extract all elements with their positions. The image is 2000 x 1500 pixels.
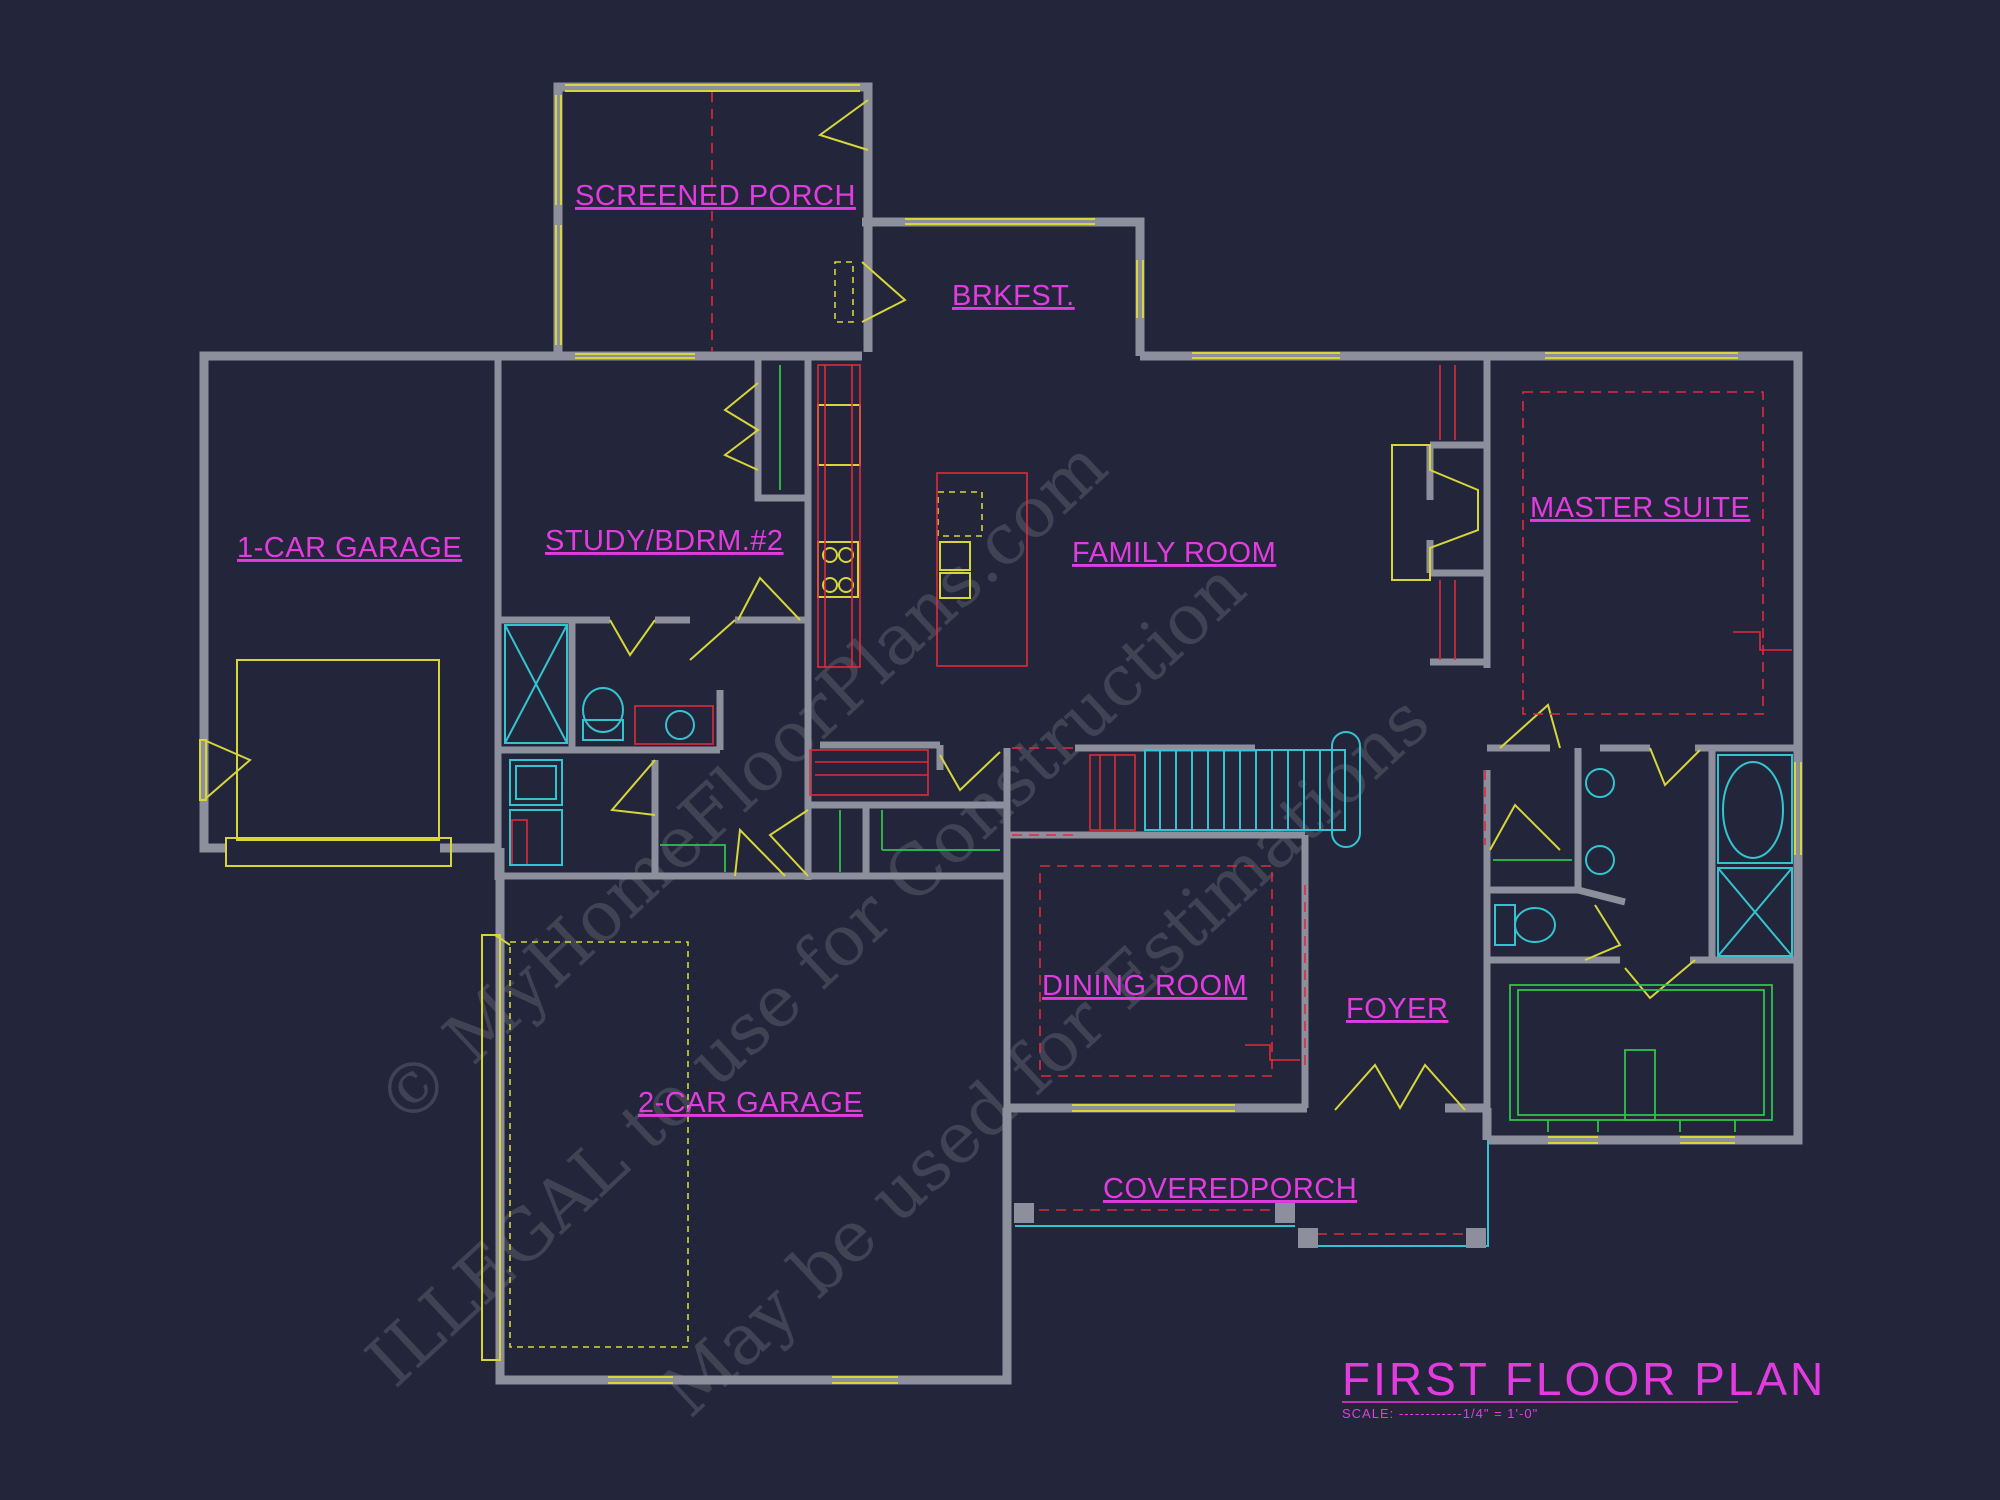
label-master-suite: MASTER SUITE <box>1530 492 1750 524</box>
porch-columns <box>1014 1203 1486 1248</box>
interior-walls <box>494 356 1798 1140</box>
label-foyer: FOYER <box>1346 993 1448 1025</box>
exterior-walls <box>199 82 1803 1385</box>
plan-title: FIRST FLOOR PLAN <box>1342 1353 1826 1405</box>
stairs-fixtures <box>504 624 1793 1247</box>
doors <box>199 99 1701 1361</box>
label-screened-porch: SCREENED PORCH <box>575 180 856 212</box>
label-family-room: FAMILY ROOM <box>1072 537 1276 569</box>
windows <box>555 84 1802 1384</box>
label-brkfst: BRKFST. <box>952 280 1075 312</box>
label-dining-room: DINING ROOM <box>1042 970 1247 1002</box>
label-covered-porch: COVEREDPORCH <box>1103 1173 1357 1205</box>
label-one-car-garage: 1-CAR GARAGE <box>237 532 462 564</box>
ceiling-lines <box>511 92 1792 1235</box>
plan-scale: SCALE: ------------1/4" = 1'-0" <box>1342 1406 1538 1421</box>
cabinets <box>660 365 1773 1132</box>
label-study: STUDY/BDRM.#2 <box>545 525 784 557</box>
room-labels: SCREENED PORCH BRKFST. 1-CAR GARAGE STUD… <box>237 180 1750 1205</box>
title-block: FIRST FLOOR PLAN SCALE: ------------1/4"… <box>1342 1353 1826 1421</box>
label-two-car-garage: 2-CAR GARAGE <box>638 1087 863 1119</box>
